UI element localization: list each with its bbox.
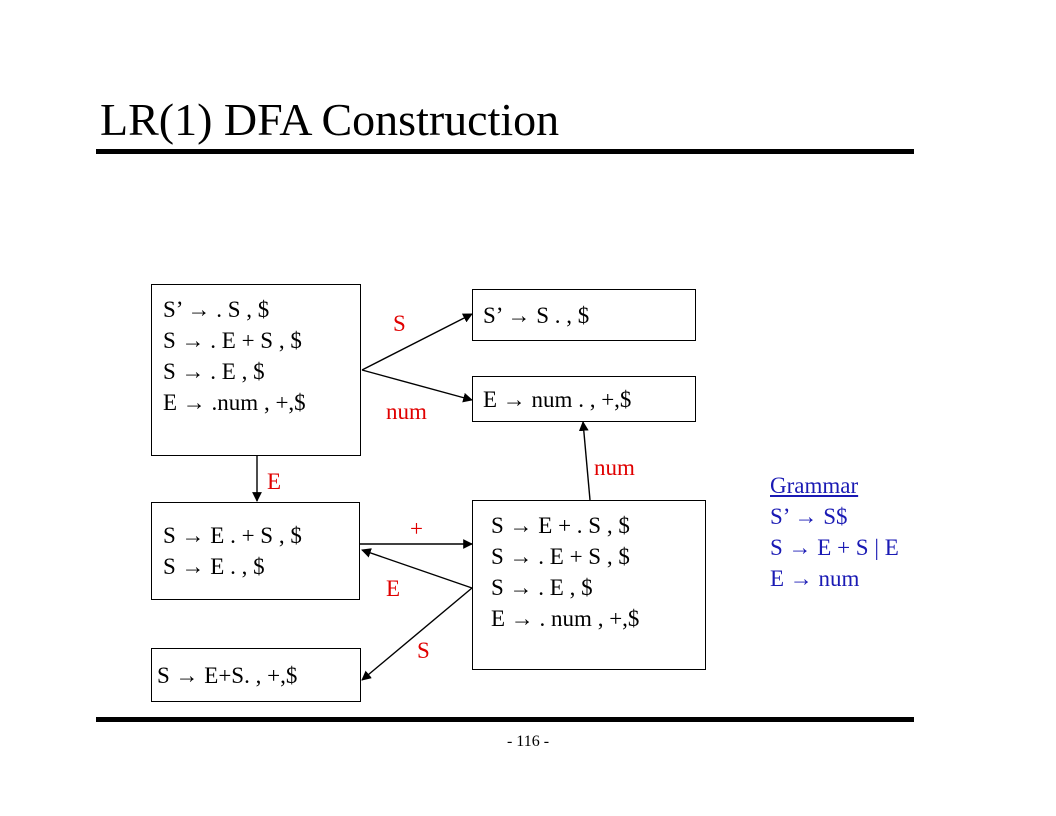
arrow-s4-s2 xyxy=(578,421,591,501)
title-rule xyxy=(96,149,914,154)
grammar-rule: S’ → S$ xyxy=(770,504,848,529)
transition-label: E xyxy=(386,576,401,601)
grammar-rule: S → E + S | E xyxy=(770,535,899,560)
footer-rule xyxy=(96,717,914,722)
state-3-item: S → E . + S , $ xyxy=(163,523,302,548)
state-4-item: E → . num , +,$ xyxy=(491,606,640,631)
state-4-item: S → . E + S , $ xyxy=(491,544,630,569)
state-0-item: S’ → . S , $ xyxy=(163,297,270,322)
transition-label: S xyxy=(417,638,430,663)
grammar-panel: Grammar S’ → S$ S → E + S | E E → num xyxy=(770,470,899,594)
state-3-item: S → E . , $ xyxy=(163,554,265,579)
arrow-s4-s5 xyxy=(361,587,473,681)
grammar-title: Grammar xyxy=(770,473,859,498)
grammar-rule: E → num xyxy=(770,566,860,591)
transition-label: num xyxy=(594,455,635,480)
state-1: S’ → S . , $ xyxy=(472,289,696,341)
state-4-item: S → . E , $ xyxy=(491,575,593,600)
slide-title: LR(1) DFA Construction xyxy=(100,94,560,145)
state-0-item: E → .num , +,$ xyxy=(163,390,306,415)
state-0: S’ → . S , $ S → . E + S , $ S → . E , $… xyxy=(151,284,361,456)
arrow-s0-s1 xyxy=(361,313,473,371)
state-4-item: S → E + . S , $ xyxy=(491,513,630,538)
transition-label: num xyxy=(386,399,427,424)
state-0-item: S → . E , $ xyxy=(163,359,265,384)
state-4: S → E + . S , $ S → . E + S , $ S → . E … xyxy=(472,500,706,670)
transition-label: S xyxy=(393,311,406,336)
arrow-s0-s2 xyxy=(361,369,473,403)
state-5: S → E+S. , +,$ xyxy=(151,648,361,702)
state-0-item: S → . E + S , $ xyxy=(163,328,302,353)
arrow-s4-s3 xyxy=(361,548,473,589)
state-2-item: E → num . , +,$ xyxy=(483,387,632,412)
state-3: S → E . + S , $ S → E . , $ xyxy=(151,502,360,600)
page-number: - 116 - xyxy=(506,733,550,750)
transition-label: E xyxy=(267,469,282,494)
transition-label: + xyxy=(410,516,423,541)
state-2: E → num . , +,$ xyxy=(472,376,696,422)
state-5-item: S → E+S. , +,$ xyxy=(157,663,298,688)
state-1-item: S’ → S . , $ xyxy=(483,303,590,328)
